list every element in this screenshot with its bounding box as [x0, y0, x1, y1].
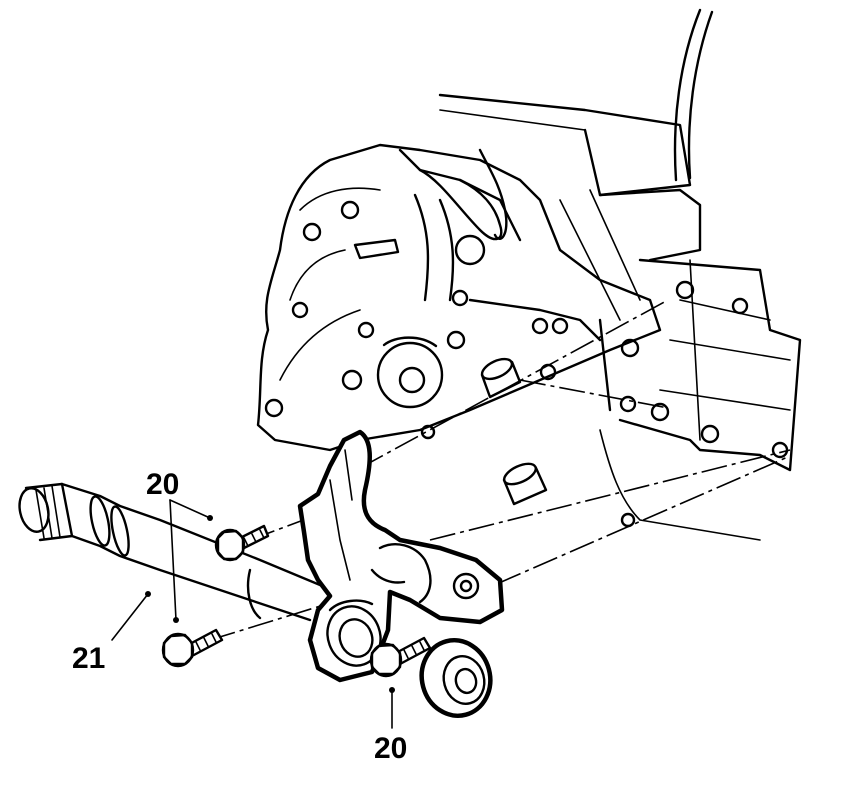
callout-label-axle-shaft: 21	[72, 642, 105, 675]
dowel-sleeve-upper	[480, 357, 522, 399]
transmission-case	[256, 8, 802, 541]
bracket-bolt-upper	[214, 524, 270, 562]
intermediate-axle-shaft	[18, 482, 322, 622]
dowel-sleeve-lower	[502, 462, 548, 506]
callout-label-bolt-lower: 20	[374, 732, 407, 765]
seal-cap	[419, 638, 493, 718]
bracket-bolt-center	[369, 636, 432, 678]
bearing-support-bracket	[297, 429, 505, 683]
callout-leaders	[111, 499, 395, 729]
bracket-bolt-lower	[161, 628, 224, 668]
callout-label-bolt-upper: 20	[146, 468, 179, 501]
